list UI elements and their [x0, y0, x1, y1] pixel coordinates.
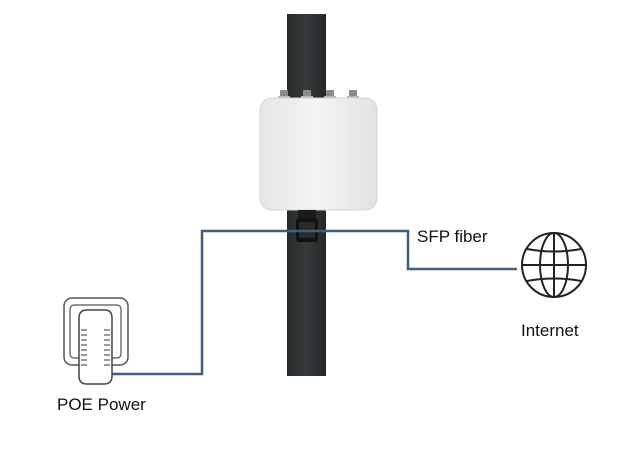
globe-icon [521, 232, 587, 298]
poe-power-cable [112, 229, 306, 376]
sfp-fiber-cable [306, 229, 517, 271]
sfp-fiber-label: SFP fiber [417, 227, 488, 246]
internet-label: Internet [521, 321, 579, 340]
poe-power-label: POE Power [57, 395, 146, 414]
outdoor-access-point-icon [259, 90, 378, 242]
poe-wall-socket-icon [63, 297, 129, 385]
